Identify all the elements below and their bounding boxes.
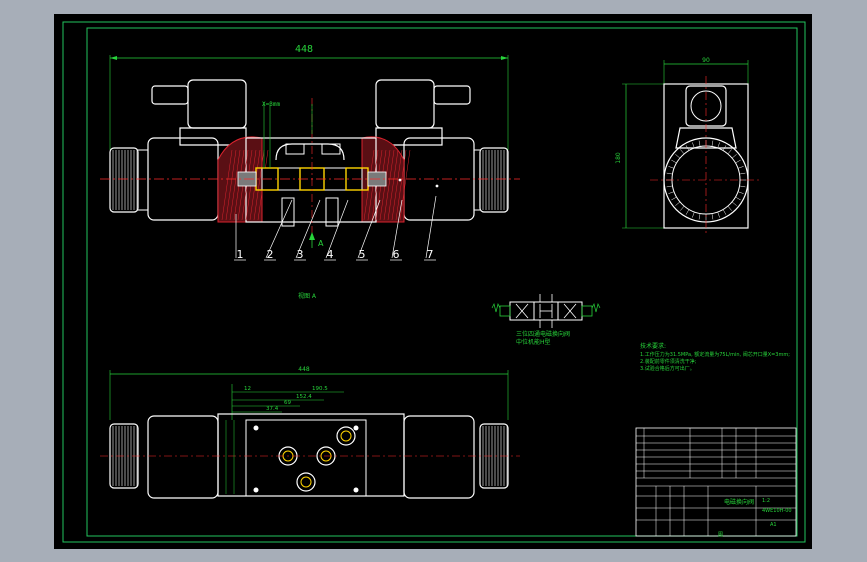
dim-1524: 152.4 [296, 394, 312, 400]
clearance-note: X=3mm [262, 101, 280, 108]
dim-448-top-label: 448 [295, 44, 313, 55]
title-name: 电磁换向阀 [724, 498, 754, 506]
dim-12: 12 [244, 386, 251, 392]
bolt-holes [253, 425, 359, 493]
tech-req-line-2: 2.装配前零件须清洗干净; [640, 358, 697, 365]
title-code: 4WE10H-00 [762, 508, 792, 514]
section-marker: A [318, 239, 324, 248]
dim-374: 37.4 [266, 406, 279, 412]
title-sheet: A1 [770, 522, 777, 528]
title-block: 电磁换向阀 4WE10H-00 1:2 A1 图 [635, 427, 797, 538]
callout-3: 3 [297, 248, 304, 261]
right-knurled-nut [474, 147, 509, 213]
callout-2: 2 [267, 248, 274, 261]
mounting-face [245, 419, 367, 497]
tech-req-title: 技术要求: [640, 342, 666, 350]
side-view: 90 180 [615, 57, 762, 236]
left-knurled-nut [109, 147, 148, 213]
callout-4: 4 [327, 248, 334, 261]
symbol-caption-1: 三位四通电磁换向阀 [516, 330, 570, 338]
dim-69: 69 [284, 400, 291, 406]
hydraulic-symbol: 三位四通电磁换向阀 中位机能H型 [491, 294, 601, 346]
title-scale: 1:2 [762, 498, 770, 504]
dim-side-height: 180 [615, 152, 622, 164]
title-mark: 图 [718, 532, 723, 538]
callout-5: 5 [359, 248, 366, 261]
port-a [281, 197, 295, 227]
callout-6: 6 [393, 248, 400, 261]
bottom-view: 448 190.5 152.4 69 37.4 12 [100, 366, 520, 499]
symbol-caption-2: 中位机能H型 [516, 338, 551, 346]
callout-1: 1 [237, 248, 244, 261]
front-section-view: 448 [100, 44, 520, 486]
dim-side-width: 90 [702, 57, 710, 64]
port-b [325, 197, 339, 227]
inner-frame [86, 27, 798, 537]
technical-requirements: 技术要求: 1.工作压力为31.5MPa, 额定流量为75L/min, 阀芯开口… [640, 342, 790, 372]
callout-7: 7 [427, 248, 434, 261]
section-view-label: 视图 A [298, 292, 317, 300]
outer-frame [62, 21, 806, 543]
dim-1905: 190.5 [312, 386, 328, 392]
dim-448-bottom-label: 448 [298, 366, 310, 373]
tech-req-line-1: 1.工作压力为31.5MPa, 额定流量为75L/min, 阀芯开口量X=3mm… [640, 351, 790, 358]
tech-req-line-3: 3.试验合格后方可出厂。 [640, 365, 695, 372]
part-callouts: 1 2 3 4 5 6 7 [234, 195, 437, 261]
internal-channel [275, 143, 345, 161]
drawing-sheet [54, 14, 812, 549]
right-connector [433, 85, 471, 105]
